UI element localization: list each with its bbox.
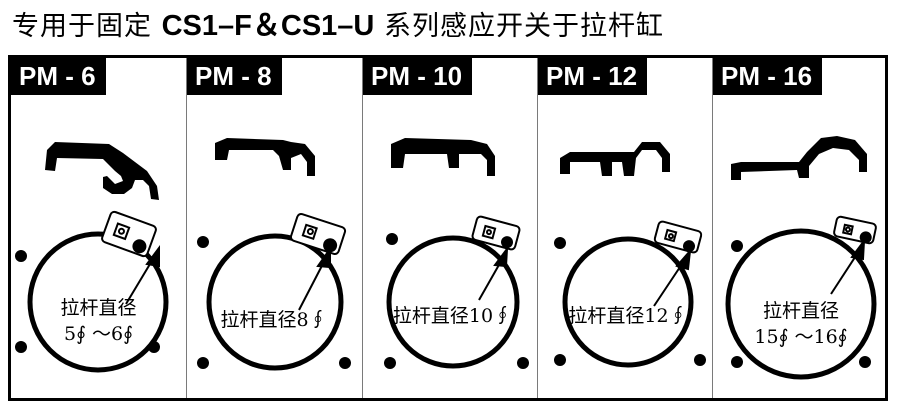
model-tag-pm-16: PM - 16 xyxy=(713,58,823,95)
mount-hole xyxy=(386,233,398,245)
panel-pm-12: PM - 12 拉杆直径12∮ xyxy=(537,58,712,398)
indicator-arrow xyxy=(478,245,509,301)
sensor-switch-icon xyxy=(289,213,347,255)
mount-hole xyxy=(197,357,209,369)
bracket-profile xyxy=(731,136,867,180)
bracket-profile xyxy=(391,138,495,176)
indicator-arrow xyxy=(830,237,866,295)
mount-hole xyxy=(197,236,209,248)
mount-hole xyxy=(148,341,160,353)
model-tag-pm-10: PM - 10 xyxy=(363,58,473,95)
tie-rod-circle xyxy=(206,233,344,371)
model-tag-pm-6: PM - 6 xyxy=(11,58,106,95)
tie-rod-circle xyxy=(27,231,169,373)
bracket-profile xyxy=(560,142,670,176)
mount-hole xyxy=(554,237,566,249)
indicator-arrow xyxy=(653,247,692,307)
label-line-2: 5∮ ～6∮ xyxy=(63,323,133,345)
panel-pm-10: PM - 10 拉杆直径10∮ xyxy=(362,58,537,398)
label-line-1: 拉杆直径 xyxy=(762,300,839,322)
mount-hole xyxy=(384,357,396,369)
sensor-switch-icon xyxy=(471,215,521,251)
mount-hole xyxy=(731,356,743,368)
tie-rod-circle xyxy=(562,236,694,368)
rod-diameter-label: 拉杆直径 15∮ ～16∮ xyxy=(731,298,871,350)
pm-12-drawing xyxy=(554,142,706,368)
label-line-1: 拉杆直径12∮ xyxy=(568,305,688,327)
label-line-2: 15∮ ～16∮ xyxy=(754,326,848,348)
mount-hole xyxy=(554,354,566,366)
mount-hole xyxy=(15,250,27,262)
mount-hole xyxy=(731,240,743,252)
mount-hole xyxy=(339,357,351,369)
sensor-switch-icon xyxy=(833,215,877,245)
pm-8-drawing xyxy=(197,138,351,371)
rod-diameter-label: 拉杆直径10∮ xyxy=(385,303,520,329)
sensor-switch-icon xyxy=(653,220,703,254)
bracket-profile xyxy=(215,138,315,176)
panel-pm-6: PM - 6 拉杆直径 5∮ ～6∮ xyxy=(11,58,186,398)
title-suffix: 系列感应开关于拉杆缸 xyxy=(374,11,664,42)
title-cs1u: CS1–U xyxy=(280,10,375,42)
title-prefix: 专用于固定 xyxy=(12,11,162,42)
model-tag-pm-8: PM - 8 xyxy=(187,58,282,95)
tie-rod-circle xyxy=(725,228,877,380)
rod-diameter-label: 拉杆直径8∮ xyxy=(209,307,339,333)
pm-16-drawing xyxy=(725,136,877,380)
mount-hole xyxy=(694,354,706,366)
title-cs1f: CS1–F xyxy=(161,10,252,42)
tie-rod-circle xyxy=(386,235,520,369)
rod-diameter-label: 拉杆直径 5∮ ～6∮ xyxy=(41,295,156,347)
model-tag-pm-12: PM - 12 xyxy=(538,58,648,95)
pm-6-drawing xyxy=(15,142,169,373)
bracket-profile xyxy=(45,142,159,200)
panel-pm-16: PM - 16 拉杆直径 15∮ ～16∮ xyxy=(712,58,885,398)
rod-diameter-label: 拉杆直径12∮ xyxy=(562,303,694,329)
sensor-switch-icon xyxy=(101,210,157,258)
mount-hole xyxy=(859,356,871,368)
label-line-1: 拉杆直径8∮ xyxy=(220,309,328,331)
panel-pm-8: PM - 8 拉杆直径8∮ xyxy=(186,58,362,398)
indicator-arrow xyxy=(125,245,160,305)
mount-hole xyxy=(517,357,529,369)
page-title: 专用于固定 CS1–F＆CS1–U 系列感应开关于拉杆缸 xyxy=(12,6,664,46)
pm-10-drawing xyxy=(384,138,529,369)
title-amp: ＆ xyxy=(251,10,281,42)
label-line-1: 拉杆直径 xyxy=(60,297,137,319)
label-line-1: 拉杆直径10∮ xyxy=(392,305,513,327)
indicator-arrow xyxy=(298,245,331,311)
mount-diagram-frame: PM - 6 拉杆直径 5∮ ～6∮ PM - 8 xyxy=(8,55,888,401)
mount-hole xyxy=(15,341,27,353)
